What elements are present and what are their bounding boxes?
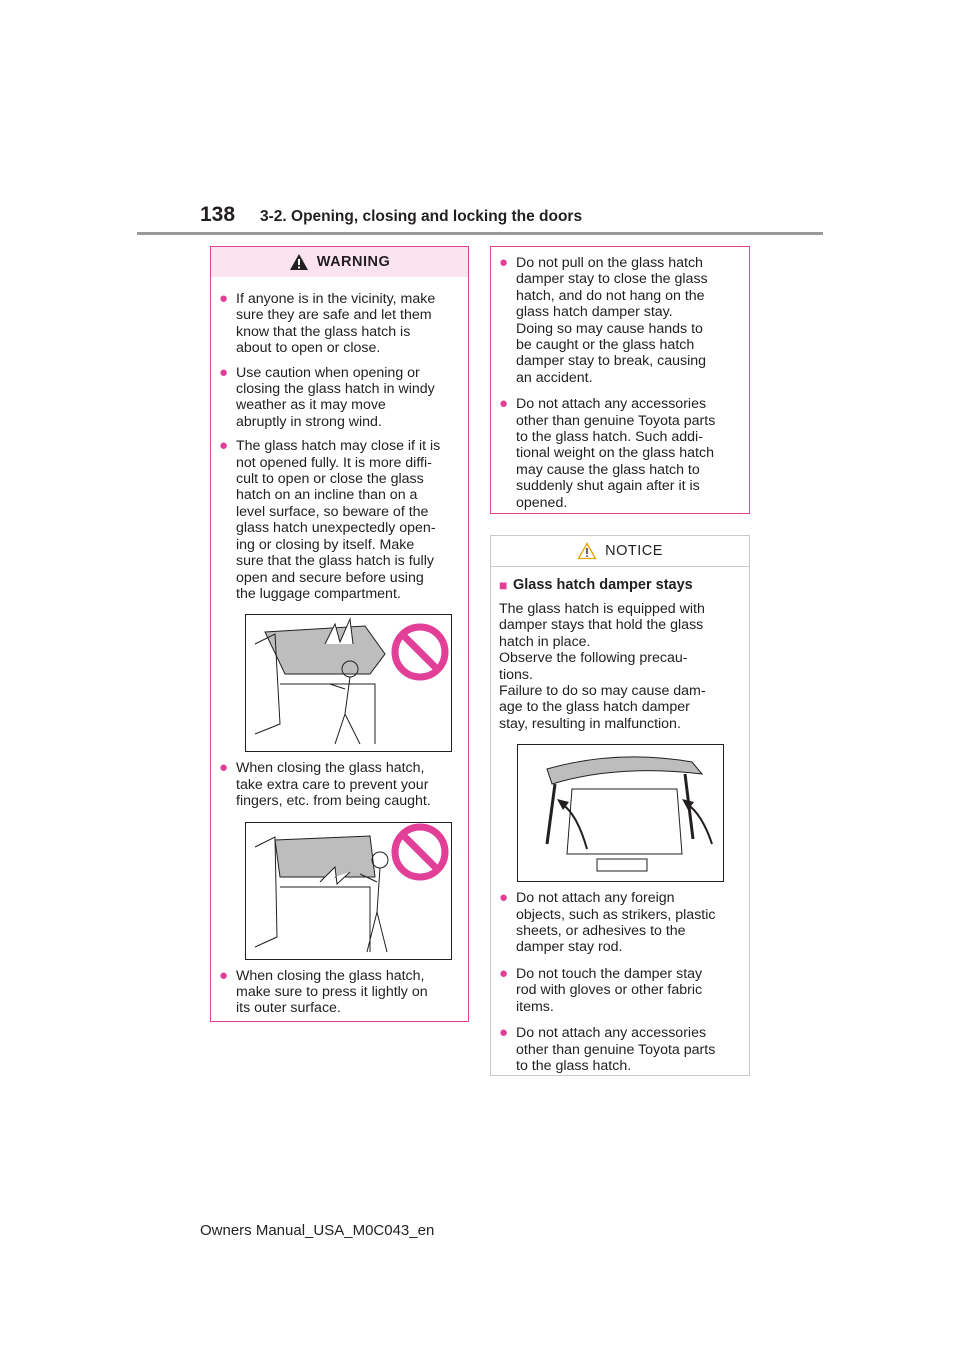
bullet-icon: ● bbox=[219, 363, 229, 381]
list-item: ● When closing the glass hatch, take ext… bbox=[219, 759, 431, 810]
notice-paragraph: The glass hatch is equipped with damper … bbox=[499, 601, 706, 732]
notice-title: NOTICE bbox=[605, 543, 663, 559]
notice-box: NOTICE ■ Glass hatch damper stays The gl… bbox=[490, 535, 750, 1076]
list-item: ● The glass hatch may close if it is not… bbox=[219, 437, 441, 602]
list-item: ● Do not attach any accessories other th… bbox=[499, 395, 716, 511]
list-item: ● Do not touch the damper stay rod with … bbox=[499, 964, 703, 1015]
bullet-icon: ● bbox=[219, 437, 229, 455]
list-item: ● Do not attach any accessories other th… bbox=[499, 1024, 716, 1074]
list-item: ● Do not attach any foreign objects, suc… bbox=[499, 889, 716, 956]
warning-box-right: ● Do not pull on the glass hatch damper … bbox=[490, 246, 750, 514]
bullet-icon: ● bbox=[219, 759, 229, 777]
illustration-finger-caught bbox=[245, 821, 452, 960]
notice-header: NOTICE bbox=[491, 536, 749, 567]
bullet-icon: ● bbox=[219, 966, 229, 984]
bullet-icon: ● bbox=[499, 889, 509, 907]
warning-box-left: WARNING ● If anyone is in the vicinity, … bbox=[210, 246, 469, 1022]
section-title: 3-2. Opening, closing and locking the do… bbox=[260, 208, 583, 225]
footer-doc-id: Owners Manual_USA_M0C043_en bbox=[200, 1222, 435, 1239]
list-item: ● Use caution when opening or closing th… bbox=[219, 363, 435, 430]
bullet-icon: ● bbox=[499, 254, 509, 271]
notice-triangle-icon bbox=[577, 542, 597, 560]
warning-triangle-icon bbox=[289, 254, 308, 270]
list-item: ● Do not pull on the glass hatch damper … bbox=[499, 254, 708, 386]
illustration-damper-stays bbox=[517, 744, 724, 883]
warning-title: WARNING bbox=[316, 254, 391, 270]
warning-header: WARNING bbox=[211, 247, 468, 277]
list-item: ● When closing the glass hatch, make sur… bbox=[219, 966, 428, 1017]
notice-subheading: ■ Glass hatch damper stays bbox=[499, 577, 693, 593]
header-rule bbox=[137, 232, 823, 235]
page-number: 138 bbox=[200, 203, 236, 226]
prohibition-icon bbox=[391, 623, 449, 681]
bullet-icon: ● bbox=[499, 395, 509, 413]
prohibition-icon bbox=[391, 823, 449, 881]
bullet-icon: ● bbox=[499, 964, 509, 982]
square-bullet-icon: ■ bbox=[499, 577, 508, 593]
bullet-icon: ● bbox=[499, 1024, 509, 1042]
list-item: ● If anyone is in the vicinity, make sur… bbox=[219, 290, 436, 357]
illustration-opening-hatch bbox=[245, 614, 452, 753]
bullet-icon: ● bbox=[219, 290, 229, 307]
